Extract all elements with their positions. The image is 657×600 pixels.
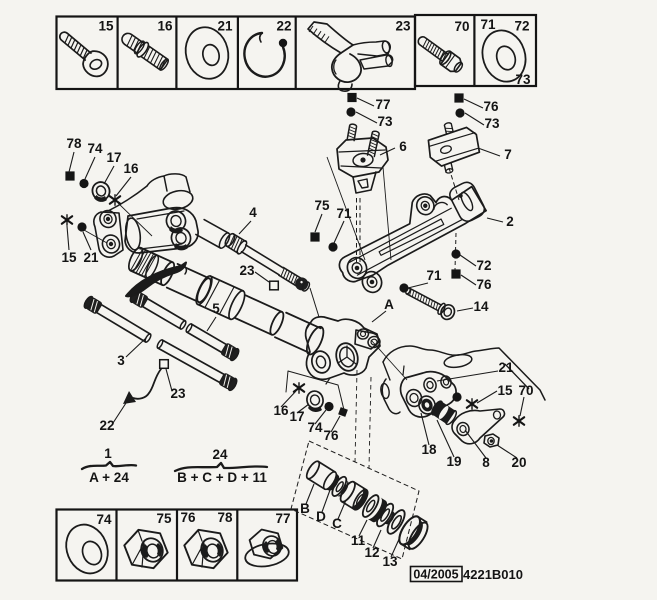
svg-text:23: 23 [170,386,186,401]
svg-text:23: 23 [395,19,411,34]
svg-text:71: 71 [480,17,496,32]
svg-text:4221B010: 4221B010 [463,567,523,582]
svg-text:71: 71 [426,268,442,283]
svg-text:21: 21 [217,19,233,34]
svg-text:16: 16 [157,19,173,34]
svg-text:16: 16 [273,403,289,418]
svg-text:72: 72 [514,19,529,34]
svg-text:15: 15 [497,383,513,398]
svg-text:15: 15 [98,19,114,34]
svg-text:77: 77 [375,97,390,112]
svg-text:76: 76 [476,277,492,292]
svg-text:74: 74 [87,141,103,156]
svg-text:76: 76 [323,428,339,443]
svg-text:75: 75 [156,511,172,526]
svg-text:11: 11 [351,533,366,548]
svg-text:24: 24 [212,447,228,462]
svg-text:22: 22 [276,19,291,34]
svg-text:76: 76 [180,510,196,525]
svg-text:12: 12 [364,545,379,560]
svg-text:A + 24: A + 24 [89,470,129,485]
svg-text:4: 4 [249,205,257,220]
svg-text:C: C [332,516,342,531]
svg-text:22: 22 [99,418,114,433]
svg-text:73: 73 [515,72,531,87]
svg-text:73: 73 [377,114,393,129]
svg-text:23: 23 [239,263,255,278]
svg-text:72: 72 [476,258,491,273]
svg-text:78: 78 [66,136,82,151]
svg-text:8: 8 [482,455,490,470]
svg-text:15: 15 [61,250,77,265]
svg-text:77: 77 [275,511,290,526]
svg-text:B + C + D + 11: B + C + D + 11 [177,470,267,485]
svg-text:18: 18 [421,442,437,457]
svg-text:04/2005: 04/2005 [413,568,458,582]
svg-text:7: 7 [504,147,512,162]
svg-text:3: 3 [117,353,125,368]
svg-text:6: 6 [399,139,407,154]
svg-text:70: 70 [518,383,533,398]
svg-text:19: 19 [446,454,461,469]
svg-text:5: 5 [212,301,220,316]
svg-text:21: 21 [83,250,99,265]
svg-text:17: 17 [289,409,304,424]
svg-text:20: 20 [511,455,526,470]
svg-text:A: A [384,297,394,312]
svg-text:73: 73 [484,116,500,131]
svg-text:B: B [300,501,310,516]
svg-text:74: 74 [307,420,323,435]
svg-text:74: 74 [96,512,112,527]
svg-text:21: 21 [498,360,514,375]
svg-text:D: D [316,509,326,524]
svg-text:78: 78 [217,510,233,525]
svg-text:70: 70 [454,19,469,34]
svg-text:1: 1 [104,446,112,461]
svg-text:75: 75 [314,198,330,213]
svg-text:2: 2 [506,214,514,229]
svg-text:13: 13 [382,554,398,569]
svg-text:76: 76 [483,99,499,114]
svg-text:14: 14 [473,299,489,314]
svg-text:16: 16 [123,161,139,176]
svg-text:71: 71 [336,206,352,221]
svg-text:17: 17 [106,150,121,165]
